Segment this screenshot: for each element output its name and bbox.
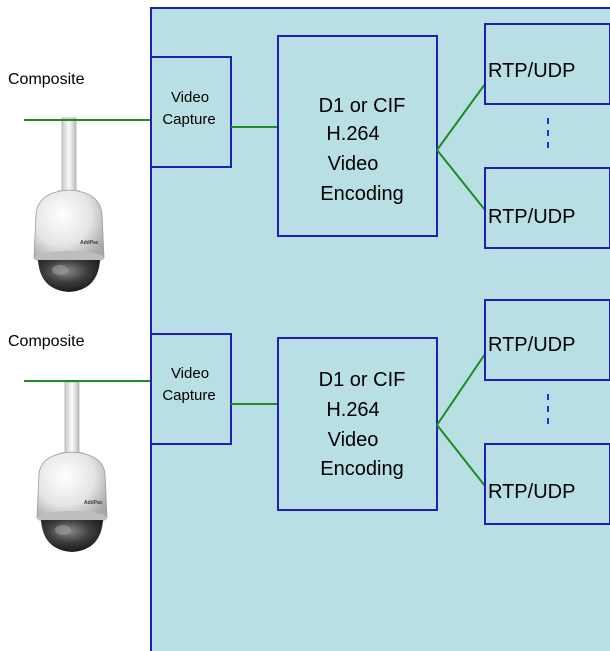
channel-2: AddPac Composite Video Capture D1 or CIF… [8,299,610,552]
rtp-udp-label: RTP/UDP [488,334,575,356]
rtp-udp-box [484,299,610,381]
rtp-udp-label: RTP/UDP [488,481,575,503]
encoder-label-line-3: Video [328,429,379,451]
encoder-label-line-2: H.264 [326,123,379,145]
rtp-udp-box [484,23,610,105]
encoder-label-line-1: D1 or CIF [319,369,406,391]
encoder-label-line-2: H.264 [326,399,379,421]
video-capture-label-line-2: Capture [162,111,215,128]
encoder-to-rtp-1-line [436,83,486,151]
composite-label: Composite [8,71,85,88]
camera-logo: AddPac [80,240,99,246]
encoder-to-rtp-2-line [436,424,486,487]
video-capture-box [150,333,232,445]
h264-encoder-box [277,35,438,237]
encoder-to-rtp-2-line [436,149,486,211]
rtp-udp-box [484,167,610,249]
video-capture-box [150,56,232,168]
encoder-label-line-3: Video [328,153,379,175]
video-capture-label-line-1: Video [171,365,209,382]
channel-1: AddPac Composite Video Capture D1 or CIF… [8,23,610,292]
encoder-to-rtp-1-line [436,353,486,426]
h264-encoder-box [277,337,438,511]
encoder-label-line-4: Encoding [320,458,403,480]
rtp-udp-label: RTP/UDP [488,60,575,82]
rtp-udp-box [484,443,610,525]
rtp-udp-label: RTP/UDP [488,206,575,228]
camera-logo: AddPac [84,500,103,506]
composite-label: Composite [8,333,85,350]
encoder-label-line-1: D1 or CIF [319,95,406,117]
video-capture-label-line-2: Capture [162,387,215,404]
ptz-dome-camera-icon: AddPac [36,381,108,552]
encoder-label-line-4: Encoding [320,183,403,205]
ptz-dome-camera-icon: AddPac [33,117,105,292]
video-capture-label-line-1: Video [171,89,209,106]
